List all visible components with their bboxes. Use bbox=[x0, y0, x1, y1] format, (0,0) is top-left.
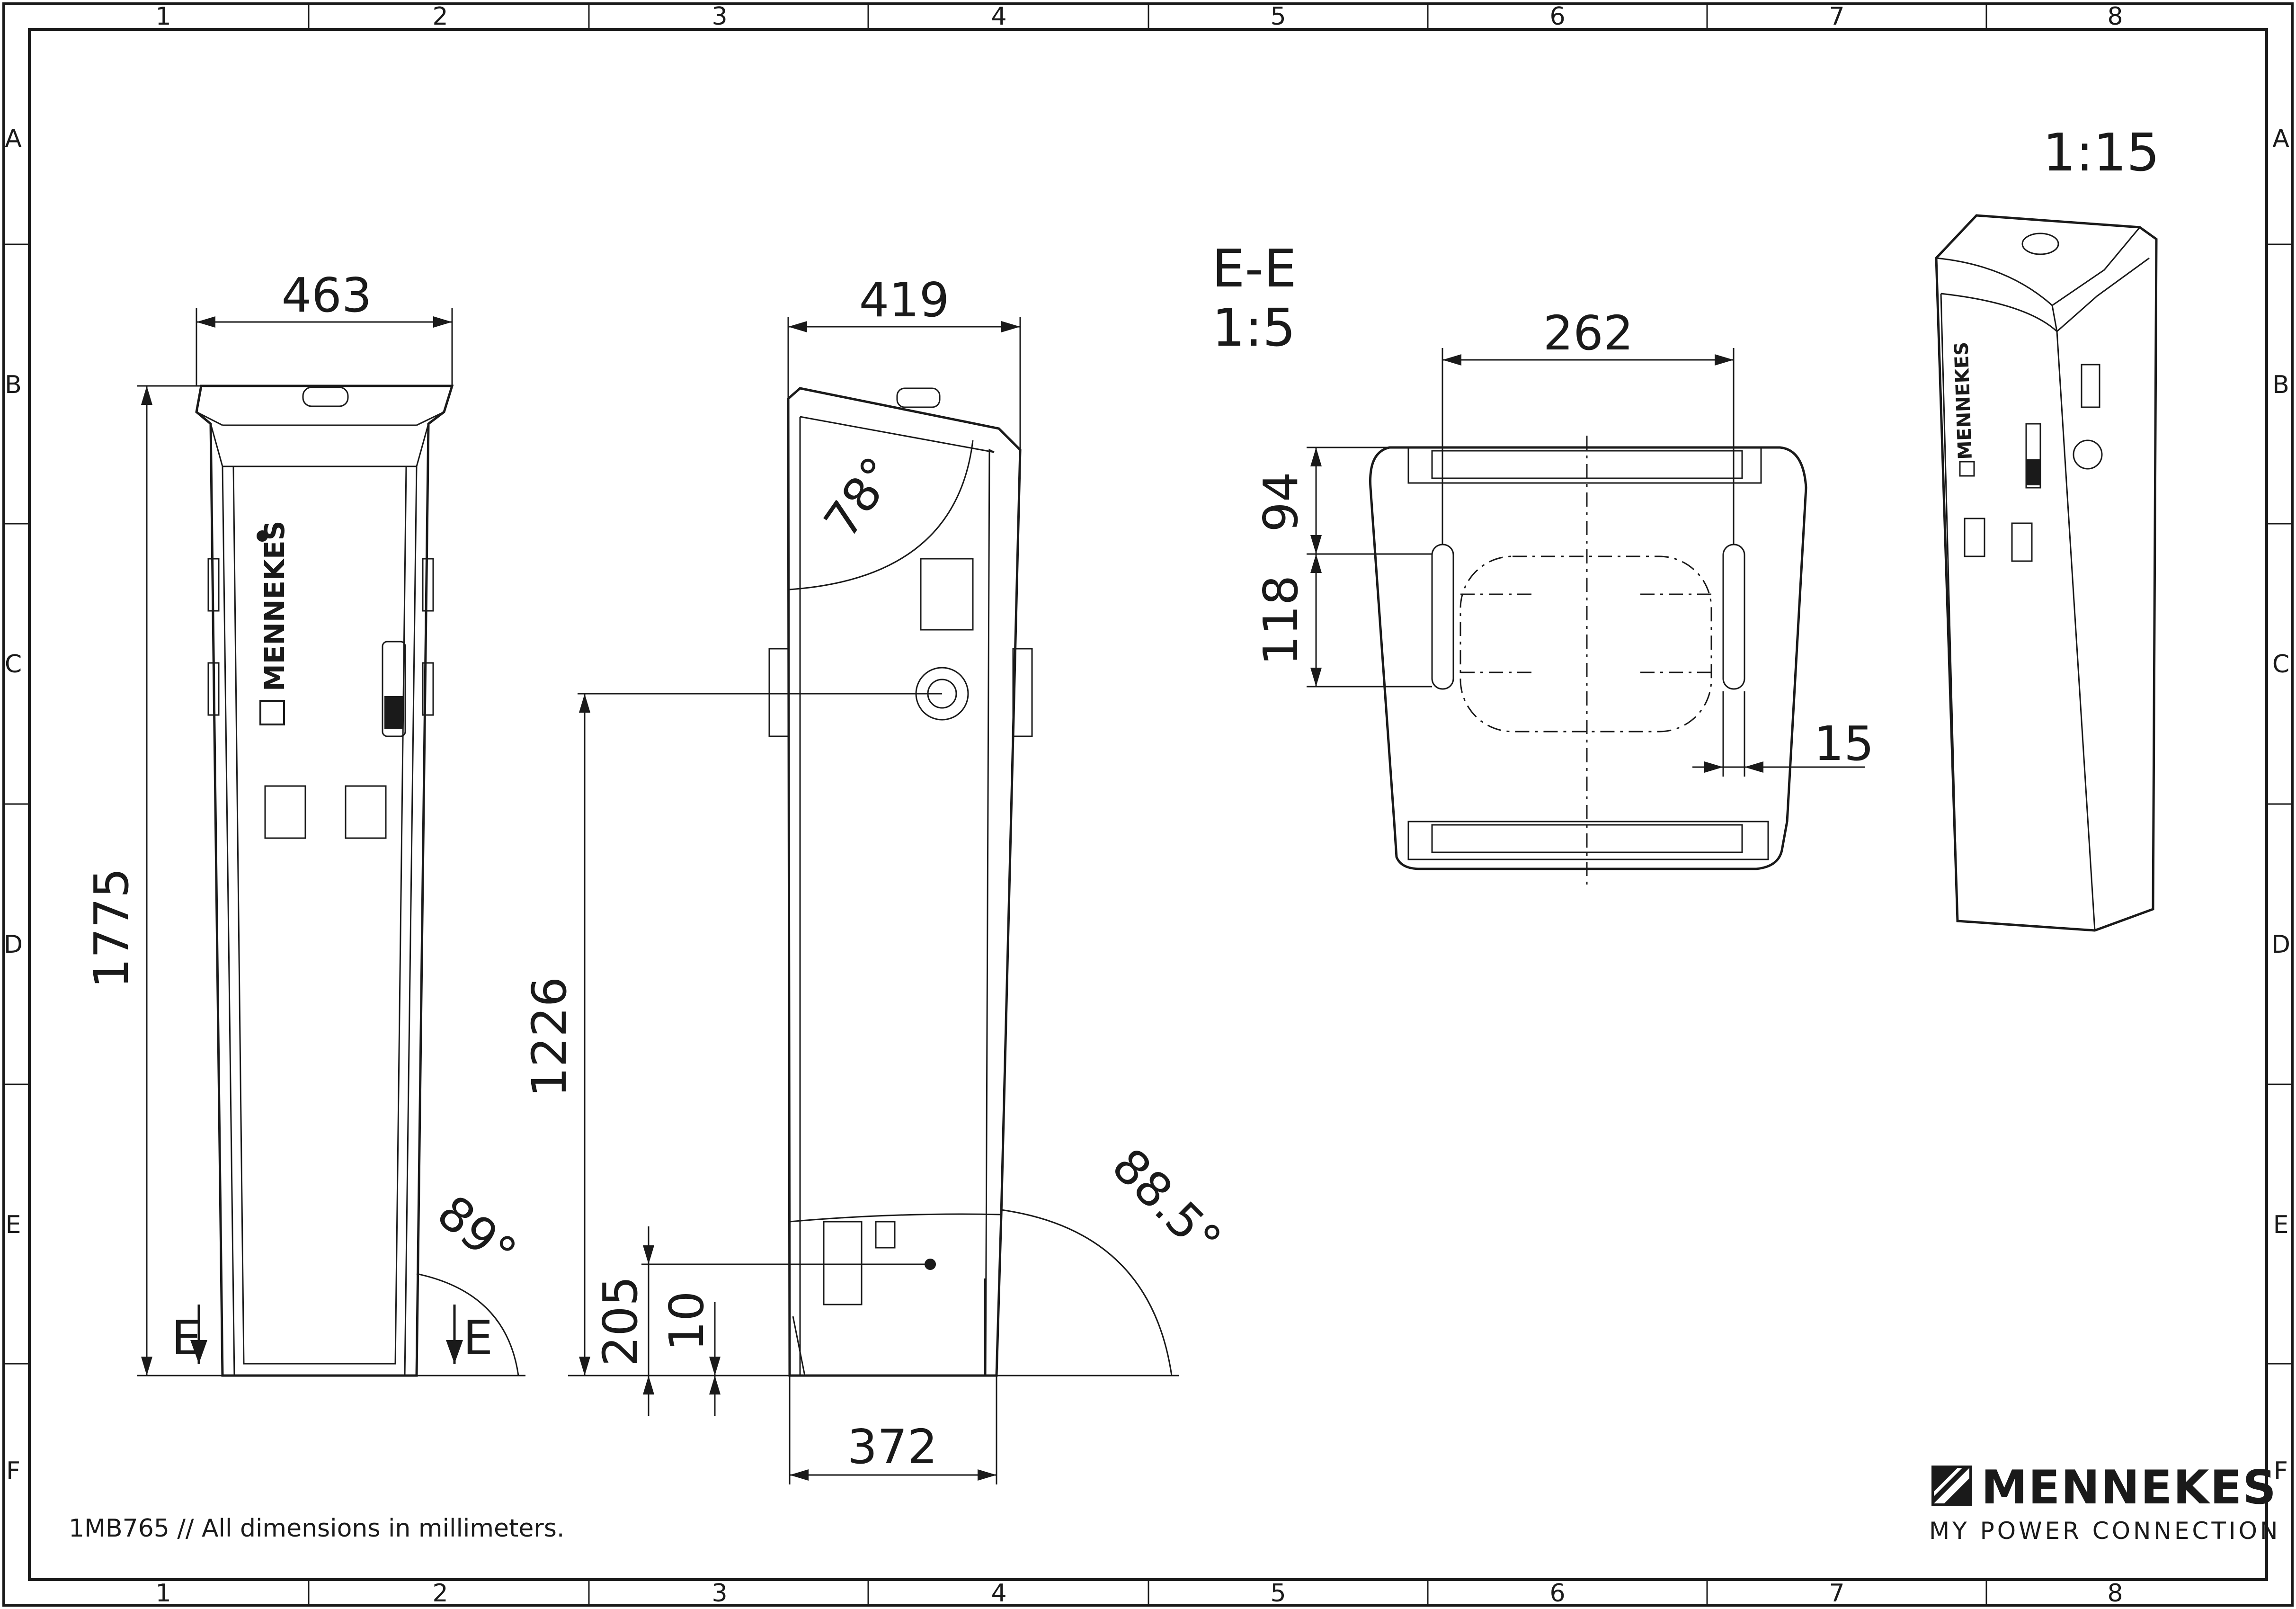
section-outline bbox=[1369, 446, 1807, 870]
grid-row-e-left: E bbox=[6, 1211, 21, 1239]
side-top-width-dim: 419 bbox=[859, 272, 950, 328]
grid-col-6-top: 6 bbox=[1549, 2, 1565, 31]
front-handle bbox=[382, 641, 406, 737]
side-base-width-dim: 372 bbox=[847, 1419, 938, 1475]
side-top-cap bbox=[896, 387, 941, 408]
grid-col-6-bottom: 6 bbox=[1549, 1579, 1565, 1608]
side-foot-dim: 10 bbox=[659, 1291, 714, 1351]
front-logo-text: MENNEKES bbox=[258, 521, 291, 691]
section-dim-118: 118 bbox=[1253, 575, 1308, 666]
grid-col-7-bottom: 7 bbox=[1829, 1579, 1844, 1608]
grid-col-2-bottom: 2 bbox=[432, 1579, 448, 1608]
grid-row-a-right: A bbox=[2272, 125, 2289, 153]
grid-row-a-left: A bbox=[5, 125, 22, 153]
front-window-right bbox=[345, 785, 387, 839]
section-scale: 1:5 bbox=[1212, 297, 1296, 358]
grid-col-3-top: 3 bbox=[712, 2, 727, 31]
grid-row-f-left: F bbox=[6, 1457, 20, 1485]
iso-view: 1:15 MENNEKES bbox=[1935, 122, 2160, 932]
front-logo-dot bbox=[257, 530, 268, 542]
side-socket-height-dim: 1226 bbox=[522, 977, 577, 1098]
title-block: 1MB765 // All dimensions in millimeters.… bbox=[69, 1461, 2280, 1545]
front-section-marker-right: E bbox=[463, 1310, 493, 1366]
section-cable-opening bbox=[1459, 555, 1712, 733]
side-body-outline bbox=[787, 387, 1022, 1377]
grid-col-2-top: 2 bbox=[432, 2, 448, 31]
grid-row-d-left: D bbox=[4, 930, 23, 959]
section-view: E-E 1:5 262 94 118 bbox=[1212, 238, 1874, 890]
grid-col-8-bottom: 8 bbox=[2107, 1579, 2123, 1608]
section-slot-left bbox=[1431, 544, 1454, 690]
grid-row-b-left: B bbox=[5, 371, 22, 399]
section-slot-right bbox=[1722, 544, 1745, 690]
front-view: MENNEKES 463 1775 89° E bbox=[84, 268, 527, 1377]
front-angle-dim: 89° bbox=[427, 1185, 527, 1281]
section-dim-94: 94 bbox=[1253, 472, 1308, 532]
front-logo-mark bbox=[259, 700, 285, 725]
grid-col-4-bottom: 4 bbox=[991, 1579, 1006, 1608]
side-view: 419 78° 1226 205 10 372 88.5° bbox=[522, 272, 1232, 1484]
front-height-dim: 1775 bbox=[84, 868, 139, 989]
section-span-dim: 262 bbox=[1543, 305, 1634, 361]
iso-body-outline bbox=[1935, 214, 2158, 932]
section-title: E-E bbox=[1212, 238, 1297, 299]
grid-col-5-bottom: 5 bbox=[1270, 1579, 1286, 1608]
iso-handle bbox=[2025, 423, 2041, 489]
iso-socket bbox=[2073, 439, 2103, 470]
front-top-cap bbox=[302, 386, 349, 407]
grid-col-1-bottom: 1 bbox=[155, 1579, 171, 1608]
dimension-note: 1MB765 // All dimensions in millimeters. bbox=[69, 1514, 564, 1543]
grid-col-4-top: 4 bbox=[991, 2, 1006, 31]
grid-col-3-bottom: 3 bbox=[712, 1579, 727, 1608]
front-width-dim: 463 bbox=[282, 268, 372, 323]
grid-col-7-top: 7 bbox=[1829, 2, 1844, 31]
mennekes-logo-mark bbox=[1931, 1466, 1972, 1506]
front-handle-grip bbox=[384, 696, 403, 729]
grid-col-5-top: 5 bbox=[1270, 2, 1286, 31]
iso-logo-text: MENNEKES bbox=[1950, 341, 1976, 460]
side-top-angle-dim: 78° bbox=[813, 447, 907, 547]
iso-scale: 1:15 bbox=[2043, 122, 2160, 183]
section-dim-15: 15 bbox=[1814, 716, 1874, 771]
grid-row-c-left: C bbox=[5, 650, 22, 679]
side-window bbox=[920, 558, 974, 631]
side-base-angle-dim: 88.5° bbox=[1102, 1138, 1232, 1269]
side-base-height-dim: 205 bbox=[593, 1276, 648, 1367]
grid-row-c-right: C bbox=[2272, 650, 2289, 679]
brand-name: MENNEKES bbox=[1981, 1461, 2277, 1515]
grid-col-8-top: 8 bbox=[2107, 2, 2123, 31]
front-section-marker-left: E bbox=[171, 1310, 201, 1366]
brand-tagline: MY POWER CONNECTION bbox=[1929, 1517, 2280, 1545]
grid-row-d-right: D bbox=[2271, 930, 2290, 959]
iso-top-cap bbox=[2021, 232, 2059, 255]
grid-row-e-right: E bbox=[2273, 1211, 2289, 1239]
grid-col-1-top: 1 bbox=[155, 2, 171, 31]
grid-row-f-right: F bbox=[2274, 1457, 2288, 1485]
grid-row-b-right: B bbox=[2272, 371, 2289, 399]
front-window-left bbox=[264, 785, 306, 839]
